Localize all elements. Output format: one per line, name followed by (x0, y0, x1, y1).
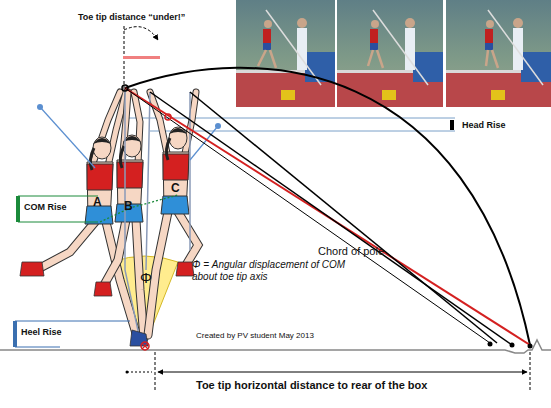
illustration-rect (513, 28, 523, 70)
illustration-rect (446, 0, 551, 107)
illustration-rect (16, 196, 20, 222)
illustration-line (158, 372, 527, 373)
illustration-path (120, 146, 124, 168)
illustration-rect (263, 43, 271, 50)
illustration-rect (405, 28, 415, 70)
illustration-g (20, 90, 221, 346)
illustration-ellipse (93, 137, 111, 159)
illustration-circle (488, 342, 493, 347)
illustration-rect (413, 52, 443, 82)
illustration-path (40, 222, 95, 268)
illustration-path (40, 222, 95, 268)
illustration-rect (370, 29, 378, 43)
illustration-rect (450, 120, 454, 130)
illustration-path (94, 282, 112, 296)
illustration-path (486, 50, 498, 68)
illustration-line (190, 92, 497, 343)
illustration-line (124, 26, 125, 100)
illustration-path (150, 92, 196, 158)
dimension-label: Toe tip horizontal distance to rear of t… (196, 379, 427, 392)
illustration-path (178, 212, 198, 265)
illustration-line (488, 10, 543, 85)
illustration-line (266, 10, 321, 85)
position-letter: A (93, 196, 102, 210)
illustration-g (236, 0, 551, 107)
illustration-path (130, 330, 148, 346)
dimension-label: Toe tip distance “under!” (78, 12, 185, 22)
illustration-line (373, 10, 428, 85)
illustration-line (530, 352, 531, 390)
illustration-rect (443, 0, 445, 107)
illustration-line (150, 92, 512, 345)
illustration-rect (263, 29, 271, 43)
illustration-line (125, 88, 490, 343)
illustration-line (15, 347, 60, 348)
illustration-line (18, 222, 98, 223)
illustration-circle (371, 20, 379, 28)
illustration-circle (405, 18, 415, 28)
illustration-rect (485, 43, 493, 50)
illustration-path (0, 340, 551, 353)
illustration-ellipse (169, 127, 187, 149)
illustration-circle (141, 342, 149, 350)
illustration-circle (513, 18, 523, 28)
illustration-line (40, 107, 95, 168)
illustration-rect (305, 52, 335, 82)
illustration-rect (236, 0, 335, 107)
illustration-rect (123, 56, 160, 59)
illustration-rect (335, 0, 337, 107)
illustration-rect (382, 90, 396, 100)
illustration-path (93, 138, 111, 144)
illustration-circle (297, 18, 307, 28)
illustration-circle (165, 114, 171, 120)
illustration-path (125, 68, 530, 345)
position-letter: C (171, 182, 180, 196)
angle-symbol: Φ (140, 269, 152, 286)
illustration-path (258, 50, 276, 68)
illustration-rect (370, 43, 378, 50)
illustration-path (176, 262, 194, 276)
dimension-label: Heel Rise (21, 327, 62, 337)
note-text: Φ = Angular displacement of COM about to… (192, 259, 364, 282)
illustration-rect (485, 29, 493, 43)
illustration-g (94, 92, 144, 338)
illustration-path (124, 27, 158, 40)
illustration-line (125, 88, 530, 345)
illustration-path (150, 92, 196, 158)
illustration-line (150, 131, 455, 132)
illustration-rect (281, 90, 295, 100)
illustration-circle (264, 20, 272, 28)
credit-note: Created by PV student May 2013 (196, 331, 314, 340)
illustration-line (18, 196, 98, 197)
illustration-circle (122, 85, 128, 91)
part-label: Chord of pole (318, 245, 384, 258)
dimension-label: COM Rise (24, 202, 67, 212)
dimension-label: Head Rise (462, 120, 506, 130)
illustration-path (125, 90, 190, 340)
position-letter: B (124, 200, 133, 214)
illustration-circle (510, 343, 515, 348)
illustration-path (166, 138, 170, 160)
illustration-rect (13, 321, 17, 347)
illustration-line (155, 352, 156, 390)
illustration-path (100, 195, 178, 222)
illustration-path (104, 220, 126, 285)
illustration-circle (486, 20, 494, 28)
illustration-rect (491, 90, 505, 100)
illustration-circle (528, 344, 533, 349)
illustration-path (20, 262, 44, 276)
illustration-path (104, 220, 126, 285)
illustration-path (368, 50, 383, 68)
illustration-line (15, 321, 130, 322)
illustration-path (142, 343, 148, 349)
illustration-rect (521, 52, 551, 82)
illustration-path (178, 212, 198, 265)
illustration-line (127, 372, 152, 373)
